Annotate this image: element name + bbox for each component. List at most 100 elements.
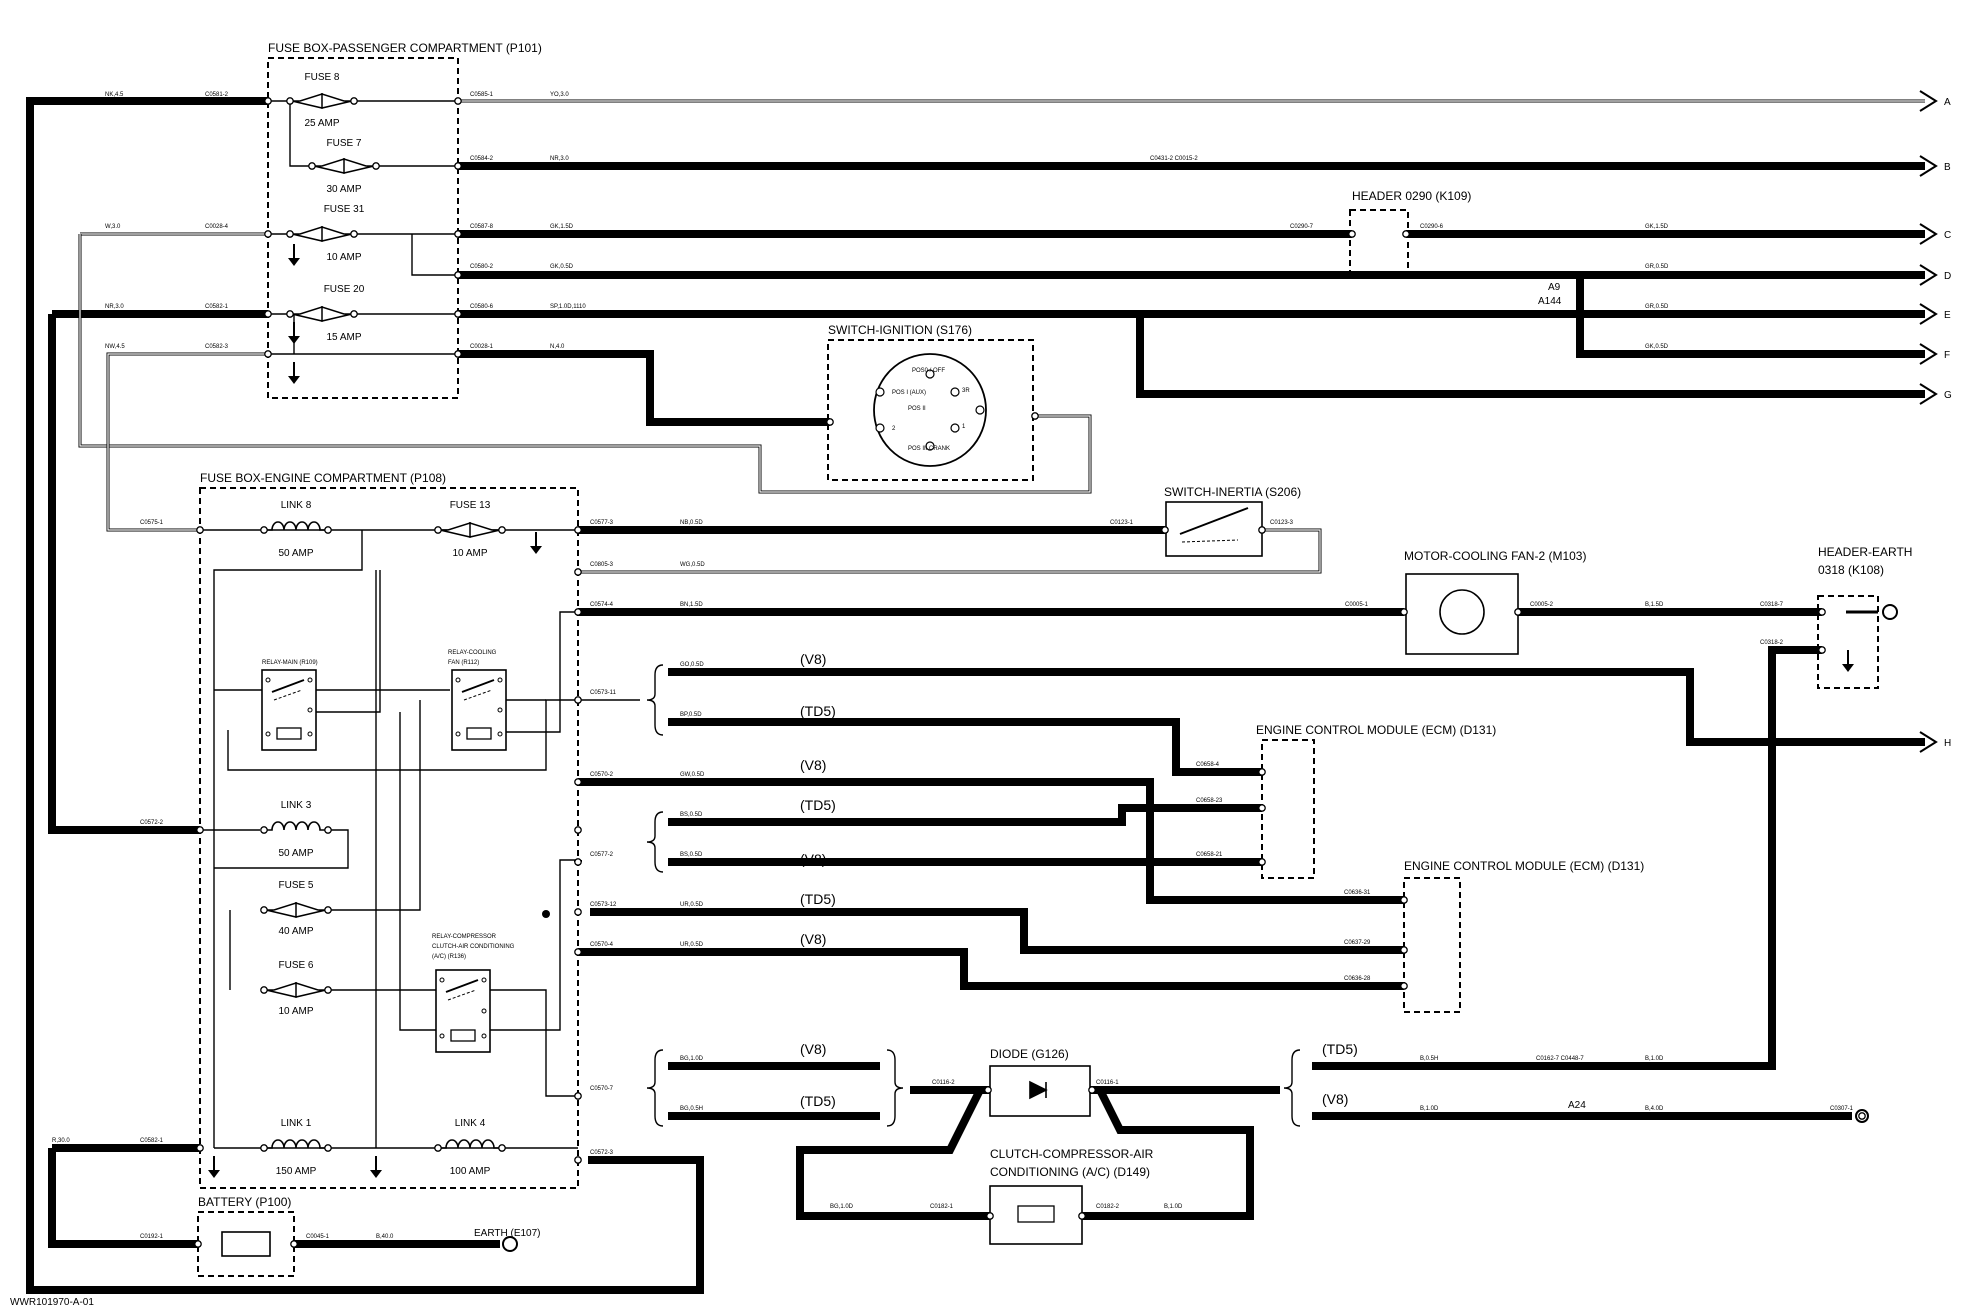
- relay-ac-contact: [445, 979, 479, 993]
- link-8: [264, 521, 328, 531]
- connectors-c0431: C0431-2 C0015-2: [1150, 156, 1198, 162]
- components-ecm2: ENGINE CONTROL MODULE (ECM) (D131): [1404, 859, 1644, 873]
- connectors-c0116_2: C0116-2: [932, 1080, 955, 1086]
- wire-bp05-to-ecm: [668, 718, 1262, 776]
- wires-nr30a: NR,3.0: [550, 156, 569, 162]
- fuse-13-pin-a: [434, 526, 442, 534]
- connectors-c0805_3: C0805-3: [590, 562, 614, 568]
- edge-arrow-D: [1919, 264, 1938, 286]
- connectors-c0584_2: C0584-2: [470, 156, 494, 162]
- link1-ground: [208, 1170, 220, 1178]
- wires-bs05b: BS,0.5D: [680, 852, 703, 858]
- relay-main-terminal: [307, 731, 313, 737]
- connectors-c0658_23: C0658-23: [1196, 798, 1223, 804]
- link3-loop: [214, 829, 349, 869]
- connectors-c0005_1: C0005-1: [1345, 602, 1369, 608]
- wire-to-G: [458, 310, 1925, 398]
- relay-cooling-fan-terminal: [455, 677, 461, 683]
- connectors-c0637_29: C0637-29: [1344, 940, 1371, 946]
- wires-b15: B,1.5D: [1645, 602, 1664, 608]
- brace-diode-out: [1283, 1049, 1301, 1127]
- fuse-5-pin-a: [260, 906, 268, 914]
- connector-pin-46: [1031, 412, 1039, 420]
- header-earth-housing: [1817, 595, 1879, 689]
- components-header_earth_1: HEADER-EARTH: [1818, 545, 1912, 559]
- components-header_earth_2: 0318 (K108): [1818, 563, 1884, 577]
- relay-fan-to-bn: [506, 611, 578, 733]
- fuse-20-pin-a: [286, 310, 294, 318]
- connector-pin-37: [1088, 1086, 1096, 1094]
- link-1-pin-b: [324, 1144, 332, 1152]
- wires-bg10b: BG,1.0D: [830, 1204, 854, 1210]
- fuse-6: [265, 981, 327, 998]
- ignition-switch-dial: [873, 353, 987, 467]
- connector-pin-21: [196, 1144, 204, 1152]
- connector-pin-2: [454, 162, 462, 170]
- ignition-contact: [875, 387, 885, 397]
- connectors-c0636_28: C0636-28: [1344, 976, 1371, 982]
- fuse-7-pin-a: [308, 162, 316, 170]
- link-3-pin-a: [260, 826, 268, 834]
- splice-c0162: [1576, 1062, 1584, 1070]
- connector-pin-1: [454, 97, 462, 105]
- wires-gk05: GK,0.5D: [550, 264, 574, 270]
- fuse-5: [265, 901, 327, 918]
- brace-diode-in: [886, 1049, 904, 1127]
- variants-v8f: (V8): [1322, 1091, 1348, 1107]
- connectors-c0585_1: C0585-1: [470, 92, 494, 98]
- connectors-c0658_21: C0658-21: [1196, 852, 1223, 858]
- wires-gk15b: GK,1.5D: [1645, 224, 1669, 230]
- wires-go05: GO,0.5D: [680, 662, 704, 668]
- connector-pin-24: [1161, 526, 1169, 534]
- connector-pin-33: [1400, 896, 1408, 904]
- ignition-contact: [975, 405, 985, 415]
- motor-symbol: [1439, 589, 1485, 635]
- connectors-c0582_1b: C0582-1: [140, 1138, 164, 1144]
- edge-letter-B: B: [1944, 162, 1951, 173]
- wires-nb05: NB,0.5D: [680, 520, 703, 526]
- relay-main-coil: [276, 727, 302, 740]
- relay-cooling-fan-terminal: [455, 731, 461, 737]
- wire-ur05-to-ecm2: [590, 908, 1404, 954]
- connectors-c0581_2: C0581-2: [205, 92, 229, 98]
- connector-pin-28: [1818, 608, 1826, 616]
- link-3-pin-b: [324, 826, 332, 834]
- wire-bs05-to-ecm: [668, 804, 1262, 826]
- variants-v8b: (V8): [800, 757, 826, 773]
- fuses-l1: LINK 1: [281, 1118, 312, 1129]
- connectors-c0636_31: C0636-31: [1344, 890, 1371, 896]
- connector-pin-11: [574, 526, 582, 534]
- components-relay_fan_2: FAN (R112): [448, 660, 479, 666]
- link-8-pin-b: [324, 526, 332, 534]
- edge-arrow-H: [1919, 731, 1938, 753]
- fuse31-ground: [288, 258, 300, 266]
- components-ecm1: ENGINE CONTROL MODULE (ECM) (D131): [1256, 723, 1496, 737]
- battery-body: [221, 1231, 271, 1257]
- variants-v8d: (V8): [800, 931, 826, 947]
- fuses-f6a: 10 AMP: [278, 1006, 313, 1017]
- edge-arrow-C: [1919, 223, 1938, 245]
- ign_pos-pIII: POS III CRANK: [908, 446, 950, 452]
- wire-splice-to-F: [1576, 275, 1925, 358]
- wire-bg10-to-clutch: [796, 1088, 990, 1220]
- connectors-c0575_1: C0575-1: [140, 520, 164, 526]
- connector-pin-9: [454, 350, 462, 358]
- connector-pin-38: [986, 1212, 994, 1220]
- connector-pin-40: [1858, 1112, 1866, 1120]
- connector-pin-31: [1258, 804, 1266, 812]
- components-clutch_1: CLUTCH-COMPRESSOR-AIR: [990, 1147, 1154, 1161]
- bus-ground: [288, 376, 300, 384]
- wires-gw05: GW,0.5D: [680, 772, 705, 778]
- clutch-coil: [1017, 1205, 1055, 1223]
- edge-letter-C: C: [1944, 230, 1951, 241]
- ign_pos-p0: POS0 / OFF: [912, 368, 945, 374]
- fuse13-ground: [530, 546, 542, 554]
- battery-earth-eyelet: [502, 1236, 518, 1252]
- relay-ac-feed: [399, 712, 436, 1031]
- relay-main-terminal: [265, 677, 271, 683]
- ecm1-housing: [1261, 739, 1315, 879]
- relay-ac-terminal: [481, 1008, 487, 1014]
- fuse5-out: [330, 700, 421, 911]
